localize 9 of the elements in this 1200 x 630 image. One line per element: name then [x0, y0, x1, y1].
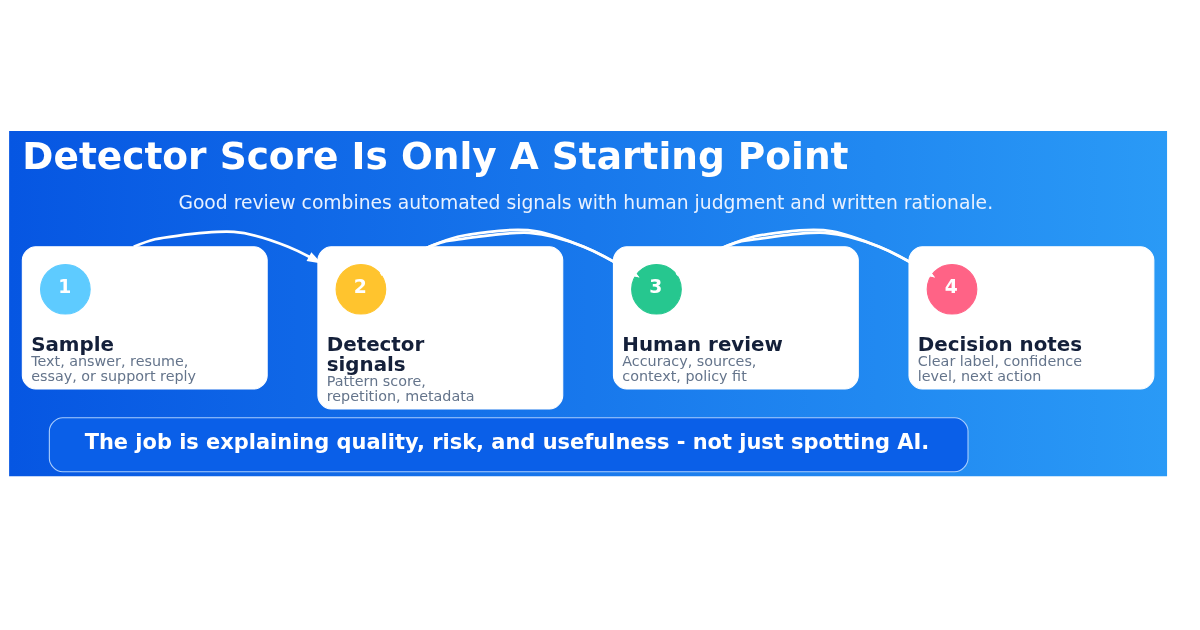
node-circle: 1: [40, 263, 91, 315]
node-circle: 2: [335, 263, 387, 315]
arrow: [380, 227, 640, 277]
node-box: The job is explaining quality, risk, and usefulness - not just spotting AI.: [48, 416, 969, 472]
label: Good review combines automated signals with human judgment and written rationale.: [178, 191, 994, 213]
node-circle: 3: [631, 263, 682, 315]
node-circle: 4: [926, 263, 978, 315]
arrow: [675, 227, 935, 277]
diagram-title: Detector Score Is Only A Starting Point: [22, 133, 849, 178]
